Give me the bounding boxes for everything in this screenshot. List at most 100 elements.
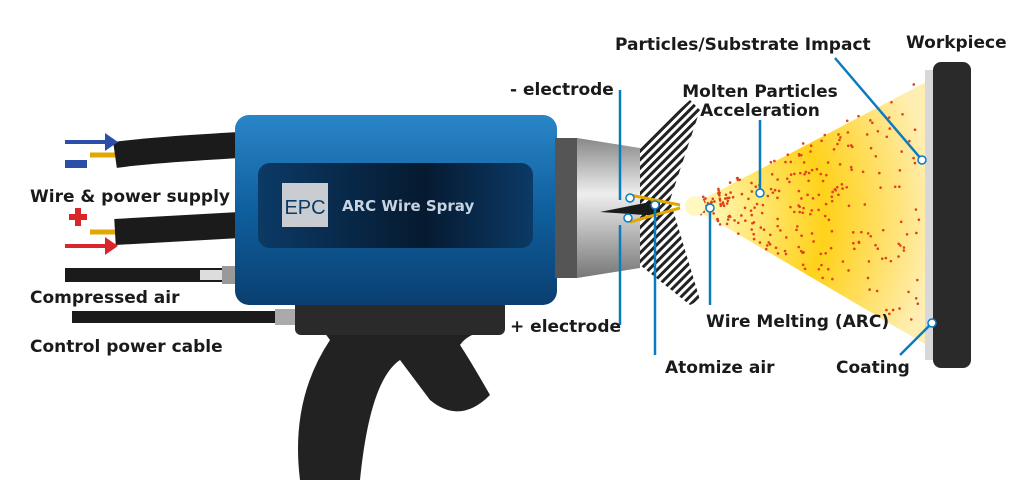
- particle: [733, 219, 736, 222]
- particle: [760, 211, 764, 215]
- particle: [755, 202, 759, 206]
- particle: [868, 288, 871, 291]
- particle: [799, 249, 803, 253]
- particle: [846, 144, 850, 148]
- particle: [914, 297, 918, 300]
- particle: [801, 142, 805, 145]
- leader-lines: [618, 57, 937, 356]
- particle: [819, 172, 823, 176]
- particle: [851, 231, 855, 234]
- particle: [912, 156, 915, 160]
- particle: [740, 192, 744, 196]
- particle: [804, 170, 808, 174]
- particle: [776, 217, 779, 221]
- particle: [913, 161, 917, 165]
- particle: [802, 161, 806, 164]
- molten-particles: [698, 83, 921, 321]
- particle: [875, 289, 879, 293]
- particle: [840, 183, 844, 186]
- label-compressed-air: Compressed air: [30, 288, 180, 308]
- particle: [847, 269, 850, 272]
- particle: [726, 218, 730, 221]
- gun-handle: [298, 300, 500, 480]
- particle: [784, 252, 788, 256]
- particle: [798, 210, 801, 214]
- particle: [807, 171, 811, 175]
- particle: [832, 148, 836, 151]
- particle: [765, 244, 769, 247]
- particle: [830, 229, 834, 233]
- particle: [798, 171, 802, 175]
- particle: [852, 241, 855, 245]
- particle: [821, 276, 824, 280]
- polarity-arrows: [65, 133, 118, 255]
- particle: [716, 217, 719, 221]
- particle: [724, 197, 727, 200]
- label-workpiece: Workpiece: [906, 33, 1007, 53]
- particle: [786, 177, 789, 180]
- particle: [750, 228, 754, 231]
- particle: [736, 176, 739, 180]
- particle: [853, 247, 856, 251]
- particle: [753, 206, 756, 209]
- particle: [899, 220, 903, 224]
- particle: [768, 243, 772, 246]
- particle: [849, 165, 853, 169]
- particle: [885, 135, 889, 139]
- particle: [809, 150, 812, 153]
- particle: [721, 202, 725, 206]
- particle: [826, 267, 830, 271]
- particle: [773, 159, 776, 163]
- particle: [846, 131, 850, 134]
- label-wire-melting: Wire Melting (ARC): [706, 312, 889, 332]
- spray-cone: [690, 80, 935, 350]
- particle: [819, 252, 823, 256]
- particle: [865, 133, 869, 136]
- handle-top: [295, 300, 505, 335]
- particle: [728, 181, 732, 184]
- particle: [803, 172, 806, 176]
- label-coating: Coating: [836, 358, 910, 378]
- particle: [826, 161, 830, 164]
- particle: [880, 257, 884, 260]
- particle: [809, 144, 813, 148]
- particle: [776, 224, 779, 228]
- particle: [776, 196, 779, 200]
- particle: [902, 246, 906, 249]
- particle: [747, 197, 750, 201]
- particle: [908, 139, 911, 143]
- particle: [743, 206, 747, 210]
- particle: [784, 160, 787, 164]
- particle: [767, 241, 771, 244]
- particle: [871, 121, 874, 125]
- particle: [900, 150, 903, 153]
- particle: [916, 278, 919, 282]
- particle: [887, 116, 891, 119]
- particle: [841, 187, 844, 190]
- particle: [728, 214, 731, 218]
- particle: [839, 136, 842, 139]
- particle: [817, 193, 821, 197]
- particle: [830, 199, 834, 203]
- particle: [777, 189, 781, 193]
- particle: [801, 263, 805, 267]
- particle: [874, 243, 877, 247]
- particle: [837, 133, 840, 136]
- particle: [797, 154, 801, 157]
- particle: [898, 169, 902, 172]
- particle: [914, 208, 918, 211]
- particle: [752, 237, 756, 241]
- particle: [860, 230, 863, 234]
- particle: [725, 202, 729, 205]
- particle: [744, 219, 747, 222]
- particle: [889, 259, 893, 263]
- particle: [915, 231, 918, 235]
- particle: [898, 185, 901, 189]
- particle: [898, 307, 901, 310]
- label-pos-electrode: + electrode: [510, 317, 621, 337]
- particle: [837, 193, 840, 197]
- arc-point: [685, 196, 705, 216]
- particle: [758, 241, 762, 244]
- particle: [712, 212, 715, 215]
